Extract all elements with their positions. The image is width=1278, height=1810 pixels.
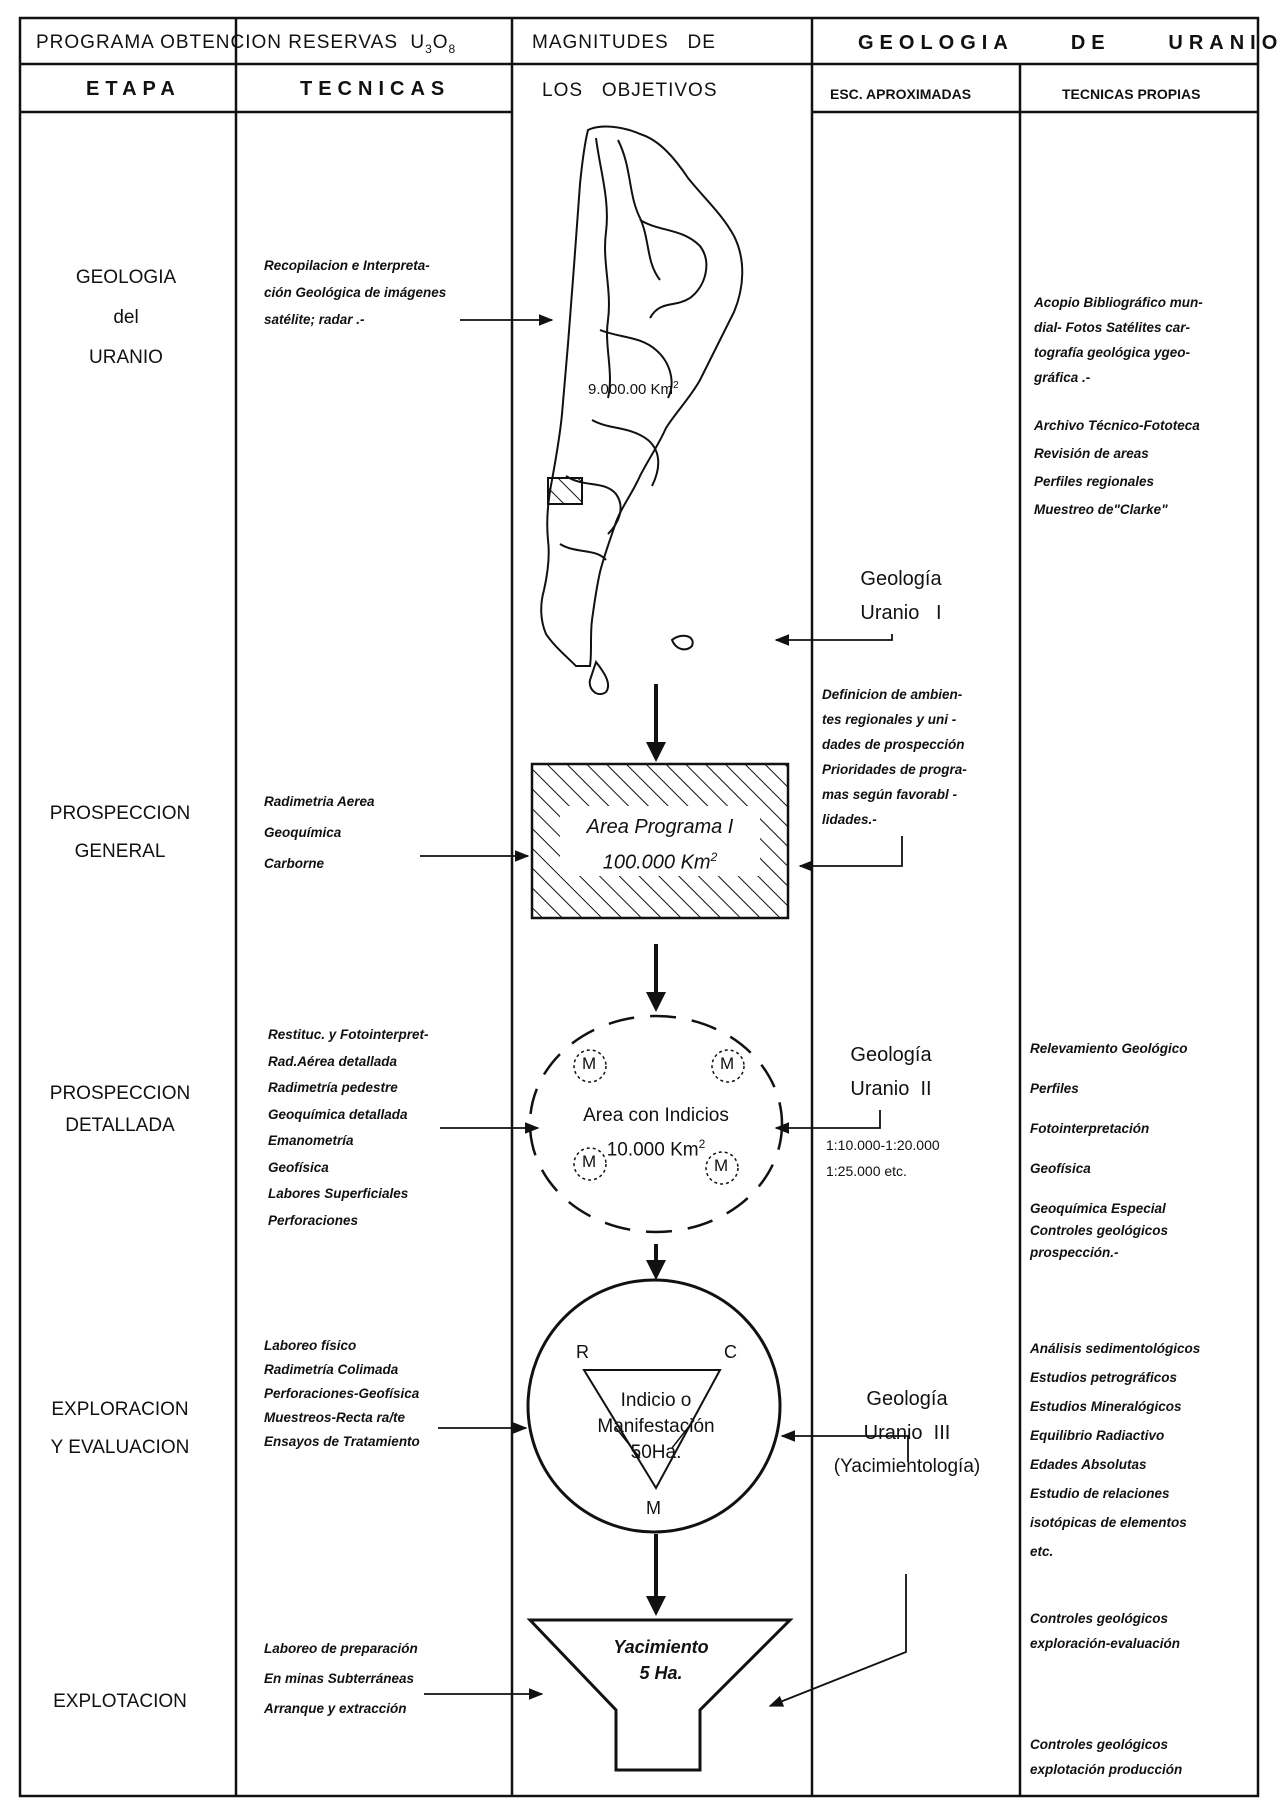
exploracion-circle bbox=[526, 1278, 782, 1534]
geologia-uranio-2: Geología Uranio II bbox=[850, 1044, 932, 1100]
m-marker-label: M bbox=[582, 1152, 597, 1171]
indicio-m-label: M bbox=[646, 1498, 661, 1518]
stage-geologia: GEOLOGIA del URANIO bbox=[75, 267, 177, 368]
own-techniques-archivo: Archivo Técnico-Fototeca Revisión de are… bbox=[1034, 418, 1200, 517]
own-techniques-geologia: Acopio Bibliográfico mun- dial- Fotos Sa… bbox=[1034, 295, 1203, 385]
magnitudes-header-line2: LOS OBJETIVOS bbox=[542, 80, 718, 101]
geologia-uranio-3: Geología Uranio III (Yacimientología) bbox=[833, 1388, 981, 1477]
indicio-r-label: R bbox=[576, 1342, 589, 1362]
table-grid bbox=[18, 16, 1260, 1798]
tecnicas-propias-header: TECNICAS PROPIAS bbox=[1062, 86, 1201, 102]
techniques-explotacion: Laboreo de preparación En minas Subterrá… bbox=[264, 1641, 418, 1716]
techniques-prospeccion-general: Radimetria Aerea Geoquímica Carborne bbox=[264, 794, 375, 871]
techniques-prospeccion-detallada: Restituc. y Fotointerpret- Rad.Aérea det… bbox=[268, 1027, 429, 1228]
m-marker-label: M bbox=[714, 1156, 729, 1175]
map-area-label: 9.000.00 Km2 bbox=[588, 380, 679, 398]
esc-aproximadas-header: ESC. APROXIMADAS bbox=[830, 86, 972, 102]
geologia-uranio-header: GEOLOGIA DE URANIO bbox=[858, 32, 1278, 54]
stage-exploracion: EXPLORACION Y EVALUACION bbox=[50, 1399, 190, 1458]
argentina-map bbox=[540, 125, 744, 696]
geologia-uranio-1: Geología Uranio I bbox=[860, 568, 942, 624]
geologia-uranio-1-description: Definicion de ambien- tes regionales y u… bbox=[822, 687, 967, 827]
program-header: PROGRAMA OBTENCION RESERVAS U3O8 bbox=[36, 32, 456, 56]
geologia-uranio-2-scales: 1:10.000-1:20.000 1:25.000 etc. bbox=[826, 1137, 940, 1179]
own-techniques-controles-explotacion: Controles geológicos explotación producc… bbox=[1030, 1737, 1183, 1777]
stage-prospeccion-detallada: PROSPECCION DETALLADA bbox=[49, 1083, 191, 1136]
area-indicios-label: Area con Indicios 10.000 Km2 bbox=[583, 1105, 729, 1161]
techniques-geologia: Recopilacion e Interpreta- ción Geológic… bbox=[264, 258, 447, 327]
own-techniques-controles-evaluacion: Controles geológicos exploración-evaluac… bbox=[1030, 1611, 1181, 1651]
program-title: PROGRAMA OBTENCION RESERVAS bbox=[36, 32, 399, 53]
magnitudes-header-line1: MAGNITUDES DE bbox=[532, 32, 716, 53]
u3o8-formula: U3O8 bbox=[410, 32, 457, 56]
area-programa-label: Area Programa I 100.000 Km2 bbox=[586, 816, 734, 874]
m-marker-label: M bbox=[720, 1054, 735, 1073]
own-techniques-detallada: Relevamiento Geológico Perfiles Fotointe… bbox=[1030, 1041, 1188, 1260]
yacimiento-funnel bbox=[526, 1618, 794, 1772]
stage-prospeccion-general: PROSPECCION GENERAL bbox=[49, 803, 191, 862]
indicio-c-label: C bbox=[724, 1342, 737, 1362]
stage-explotacion: EXPLOTACION bbox=[53, 1691, 187, 1712]
tecnicas-header: TECNICAS bbox=[300, 78, 451, 100]
m-markers bbox=[573, 1049, 745, 1185]
yacimiento-label: Yacimiento 5 Ha. bbox=[613, 1637, 709, 1683]
indicio-label: Indicio o Manifestación 50Ha. bbox=[597, 1390, 715, 1463]
m-marker-label: M bbox=[582, 1054, 597, 1073]
techniques-exploracion: Laboreo físico Radimetría Colimada Perfo… bbox=[264, 1338, 420, 1449]
own-techniques-exploracion: Análisis sedimentológicos Estudios petro… bbox=[1030, 1341, 1201, 1559]
etapa-header: ETAPA bbox=[86, 78, 181, 100]
